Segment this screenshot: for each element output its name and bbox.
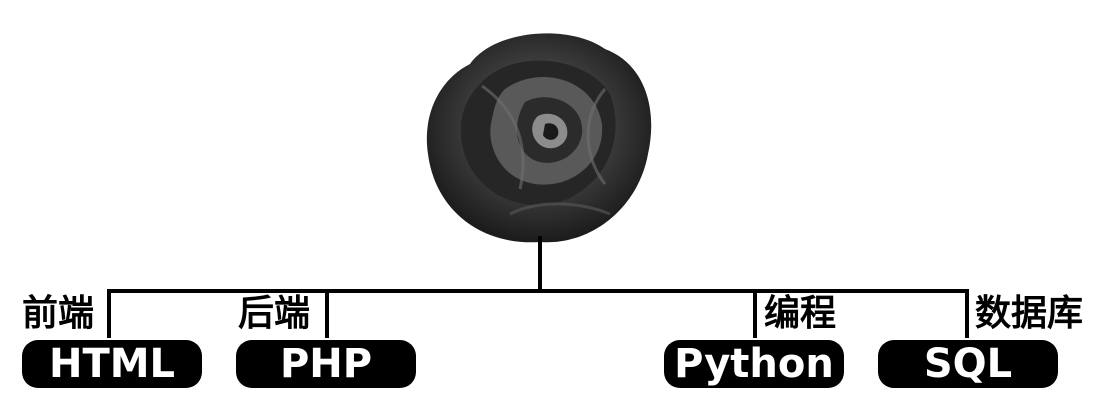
node-label-backend: 后端	[238, 293, 311, 334]
node-pill-php: PHP	[236, 340, 416, 388]
node-pill-sql: SQL	[878, 340, 1058, 388]
node-label-programming: 编程	[764, 293, 837, 334]
node-label-frontend: 前端	[22, 293, 95, 334]
node-label-database: 数据库	[975, 293, 1084, 334]
node-pill-html: HTML	[22, 340, 202, 388]
node-pill-python: Python	[664, 340, 844, 388]
rose-icon	[426, 33, 652, 243]
